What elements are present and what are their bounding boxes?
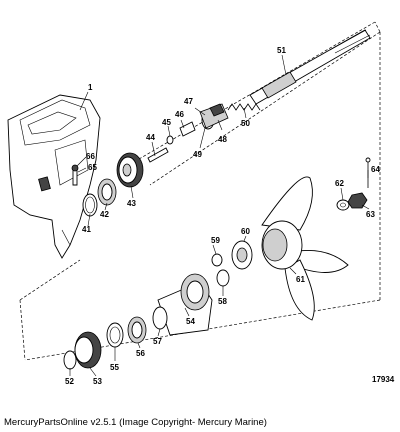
screw-part[interactable]	[71, 164, 79, 186]
roller-bearing-part[interactable]	[127, 316, 147, 344]
callout-48[interactable]: 48	[218, 135, 227, 144]
retaining-ring-part[interactable]	[63, 350, 77, 370]
nut-part[interactable]	[347, 192, 368, 209]
callout-63[interactable]: 63	[366, 210, 375, 219]
callout-51[interactable]: 51	[277, 46, 286, 55]
pin-part[interactable]	[147, 147, 169, 163]
thrust-hub-part[interactable]	[231, 240, 253, 270]
callout-58[interactable]: 58	[218, 297, 227, 306]
callout-45[interactable]: 45	[162, 118, 171, 127]
bushing-part[interactable]	[166, 135, 174, 145]
callout-labels: 1 41 42 43 44 45 46 47 48 49 50 51 52 53…	[65, 46, 395, 386]
callout-65[interactable]: 65	[88, 163, 97, 172]
propeller-shaft-part[interactable]	[249, 29, 371, 105]
gear-housing-part[interactable]	[7, 94, 101, 259]
callout-54[interactable]: 54	[186, 317, 195, 326]
retainer-part[interactable]	[157, 273, 213, 336]
cylinder-part[interactable]	[179, 121, 196, 137]
o-ring-part[interactable]	[152, 306, 168, 330]
callout-49[interactable]: 49	[193, 150, 202, 159]
callout-53[interactable]: 53	[93, 377, 102, 386]
image-caption: MercuryPartsOnline v2.5.1 (Image Copyrig…	[4, 417, 267, 428]
callout-52[interactable]: 52	[65, 377, 74, 386]
callout-43[interactable]: 43	[127, 199, 136, 208]
figure-number: 17934	[372, 375, 395, 384]
callout-47[interactable]: 47	[184, 97, 193, 106]
callout-42[interactable]: 42	[100, 210, 109, 219]
callout-62[interactable]: 62	[335, 179, 344, 188]
forward-gear-part[interactable]	[116, 152, 144, 188]
leader-lines	[69, 54, 370, 377]
callout-64[interactable]: 64	[371, 165, 380, 174]
bearing-part[interactable]	[97, 178, 117, 206]
callout-61[interactable]: 61	[296, 275, 305, 284]
callout-66[interactable]: 66	[86, 152, 95, 161]
spring-part[interactable]	[227, 103, 261, 111]
callout-56[interactable]: 56	[136, 349, 145, 358]
washer-part[interactable]	[211, 253, 223, 267]
clutch-part[interactable]	[199, 103, 229, 130]
callout-1[interactable]: 1	[88, 83, 93, 92]
reverse-gear-part[interactable]	[74, 331, 102, 369]
thrust-washer-part[interactable]	[106, 322, 124, 348]
callout-50[interactable]: 50	[241, 119, 250, 128]
callout-46[interactable]: 46	[175, 110, 184, 119]
propeller-part[interactable]	[261, 176, 349, 321]
spacer-part[interactable]	[336, 199, 350, 211]
callout-60[interactable]: 60	[241, 227, 250, 236]
callout-57[interactable]: 57	[153, 337, 162, 346]
callout-55[interactable]: 55	[110, 363, 119, 372]
callout-44[interactable]: 44	[146, 133, 155, 142]
bearing-carrier-ring-part[interactable]	[216, 269, 230, 287]
cotter-pin-part[interactable]	[365, 157, 371, 188]
callout-59[interactable]: 59	[211, 236, 220, 245]
seal-ring-part[interactable]	[82, 193, 98, 217]
callout-41[interactable]: 41	[82, 225, 91, 234]
exploded-parts-diagram: 1 41 42 43 44 45 46 47 48 49 50 51 52 53…	[7, 21, 395, 386]
